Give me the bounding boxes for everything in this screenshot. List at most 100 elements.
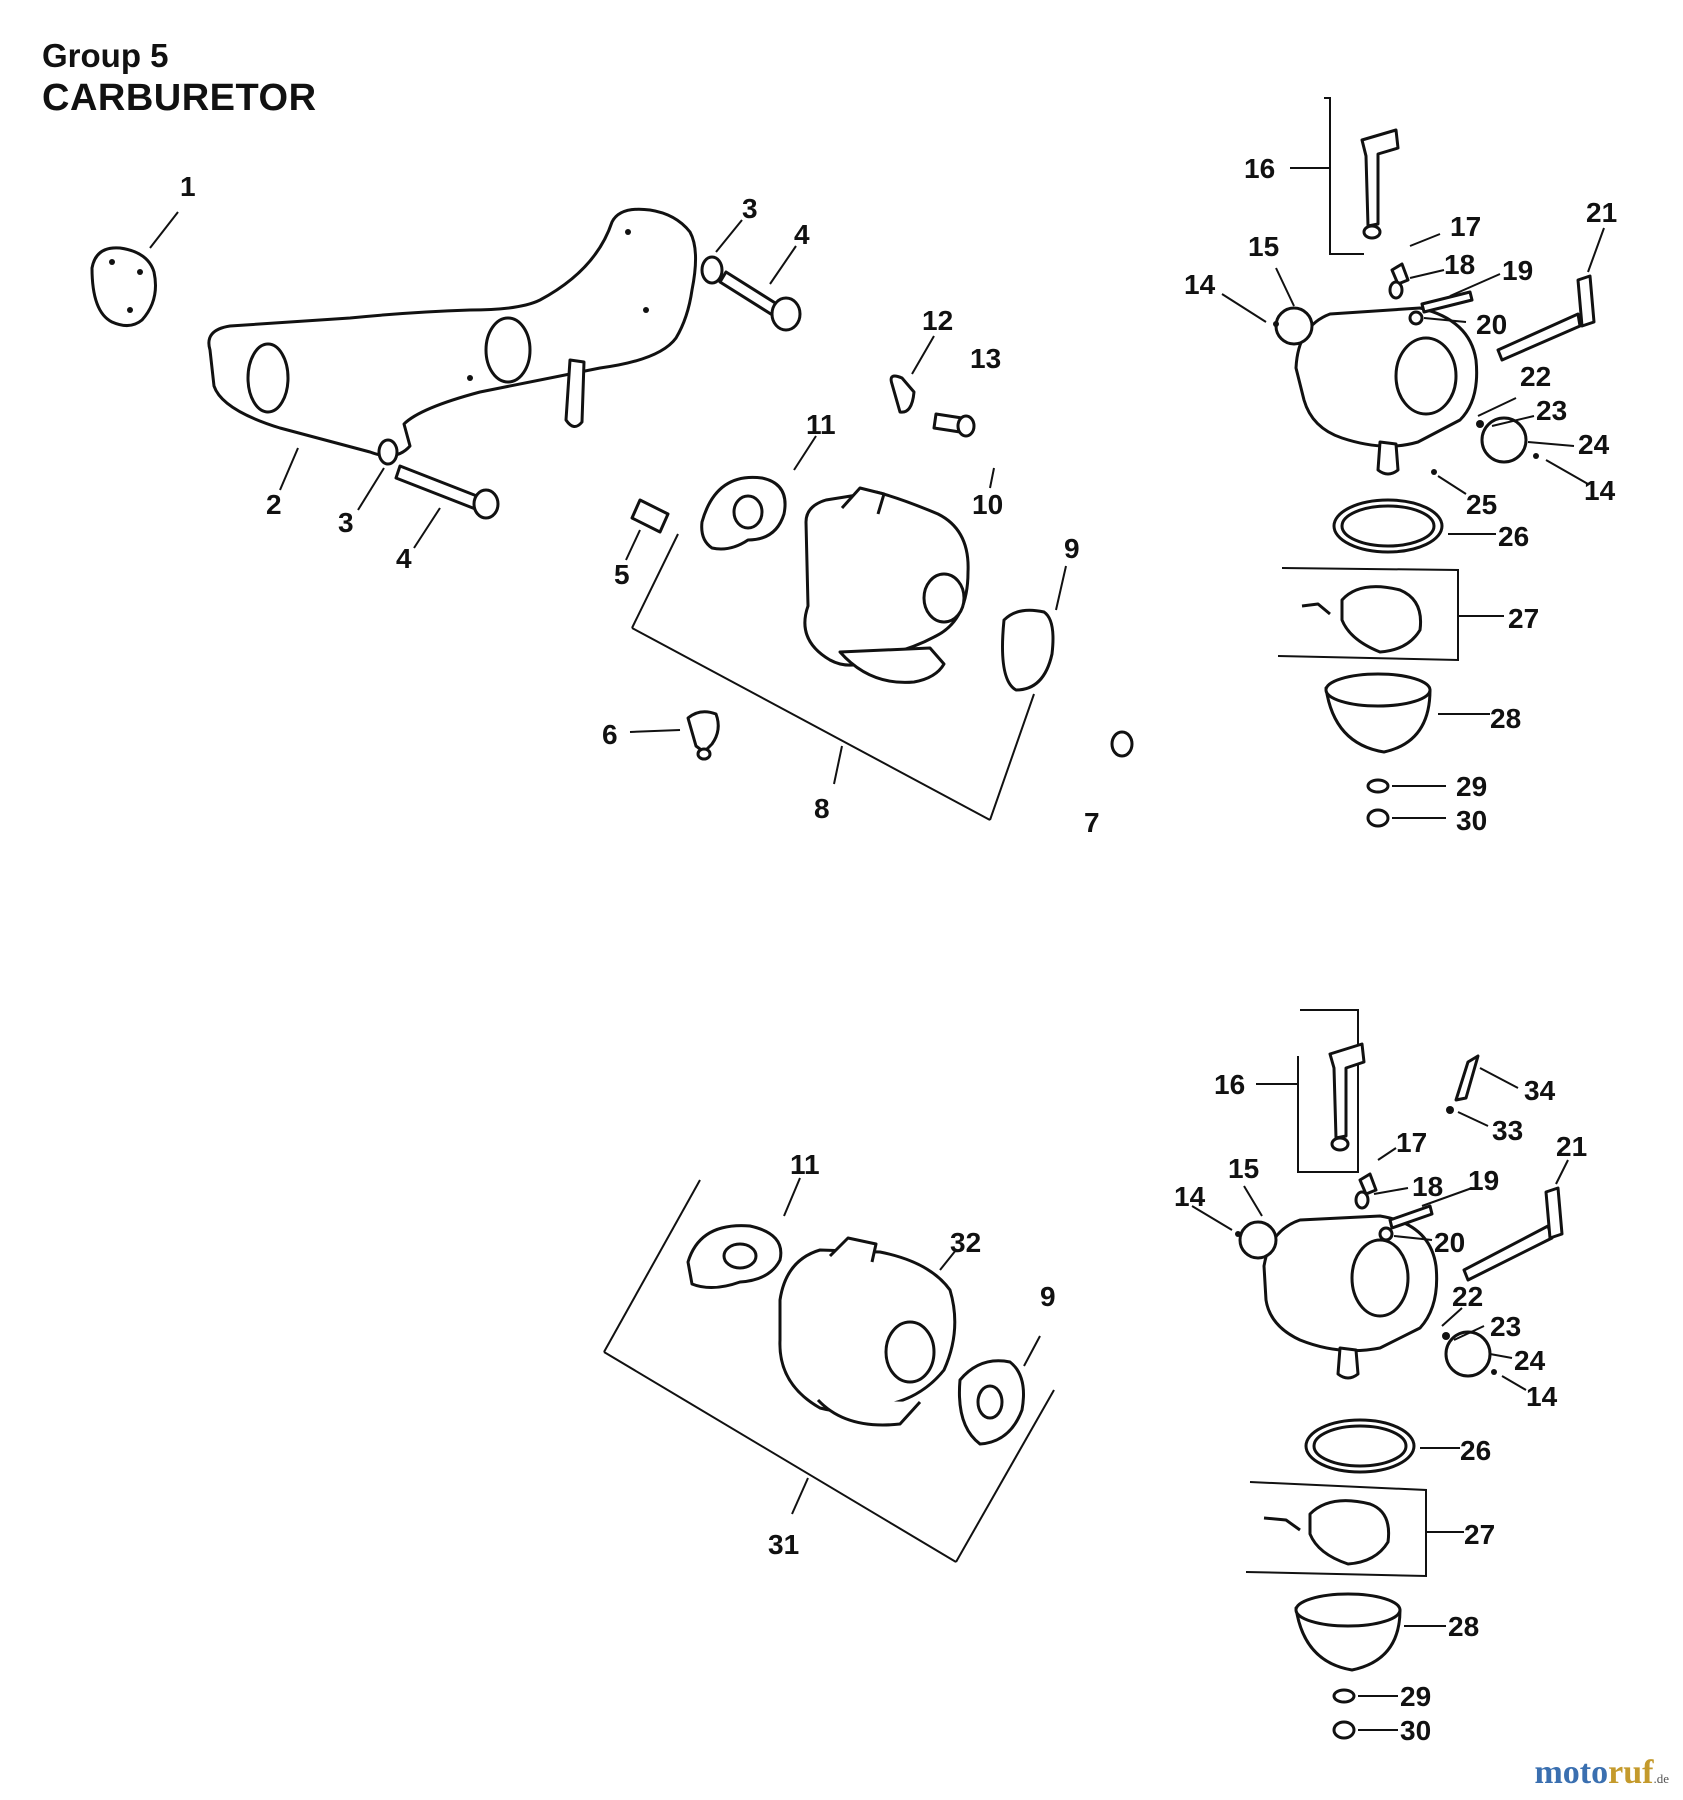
part-number-label: 25	[1466, 489, 1497, 520]
part-number-label: 11	[790, 1149, 820, 1180]
part-number-label: 2	[266, 489, 282, 520]
screw-part-12	[889, 374, 916, 414]
part-number-label: 4	[794, 219, 810, 250]
part-number-label: 17	[1396, 1127, 1427, 1158]
part-number-label: 22	[1520, 361, 1551, 392]
kit-bracket-8-left	[631, 533, 679, 629]
gasket-part-26-upper	[1332, 498, 1444, 554]
kit-bracket-8-line	[631, 627, 991, 821]
part-number-label: 24	[1578, 429, 1610, 460]
part-number-label: 18	[1444, 249, 1475, 280]
watermark-suffix: .de	[1653, 1771, 1669, 1786]
bracket-part-16-upper	[1324, 97, 1400, 255]
intake-manifold-part-2	[207, 207, 697, 458]
kit-bracket-31-left	[603, 1179, 701, 1353]
part-number-label: 30	[1456, 805, 1487, 836]
kit-bracket-8-right	[989, 693, 1035, 821]
kit-bracket-31-right	[955, 1389, 1055, 1563]
bracket-part-16-lower	[1297, 1009, 1366, 1173]
gasket-part-9-lower	[957, 1359, 1025, 1446]
part-number-label: 23	[1490, 1311, 1521, 1342]
gasket-part-11-lower	[686, 1224, 783, 1289]
bowl-part-28-lower	[1294, 1592, 1402, 1672]
washer-part-29-lower	[1332, 1688, 1356, 1704]
stud-part-4-upper	[718, 270, 802, 332]
part-number-label: 15	[1228, 1153, 1259, 1184]
gasket-part-26-lower	[1304, 1418, 1416, 1474]
gasket-part-11-upper	[700, 475, 787, 551]
parts-14-15-upper	[1273, 306, 1314, 346]
title-block: Group 5 CARBURETOR	[42, 36, 317, 120]
part-number-label: 8	[814, 793, 830, 824]
part-number-label: 14	[1584, 475, 1616, 506]
part-number-label: 24	[1514, 1345, 1546, 1376]
stud-part-4-lower	[394, 464, 500, 520]
part-number-label: 26	[1498, 521, 1529, 552]
washer-part-3-lower	[377, 438, 399, 466]
part-number-label: 27	[1508, 603, 1539, 634]
screw-part-13	[932, 412, 976, 438]
part-number-label: 32	[950, 1227, 981, 1258]
part-number-label: 20	[1434, 1227, 1465, 1258]
part-number-label: 28	[1448, 1611, 1479, 1642]
gasket-part-1	[90, 246, 157, 327]
part-number-label: 29	[1400, 1681, 1431, 1712]
part-number-label: 23	[1536, 395, 1567, 426]
part-number-label: 19	[1502, 255, 1533, 286]
part-number-label: 31	[768, 1529, 799, 1560]
gasket-part-9-upper	[1001, 608, 1055, 692]
part-number-label: 30	[1400, 1715, 1431, 1746]
part-number-label: 18	[1412, 1171, 1443, 1202]
part-number-label: 29	[1456, 771, 1487, 802]
part-number-label: 7	[1084, 807, 1100, 838]
page-title: CARBURETOR	[42, 77, 317, 119]
part-number-label: 13	[970, 343, 1001, 374]
plate-parts-22-24-lower	[1442, 1330, 1497, 1378]
part-number-label: 22	[1452, 1281, 1483, 1312]
part-number-label: 3	[338, 507, 354, 538]
part-number-label: 17	[1450, 211, 1481, 242]
part-number-label: 14	[1174, 1181, 1206, 1212]
part-number-label: 5	[614, 559, 630, 590]
part-number-label: 9	[1040, 1281, 1056, 1312]
part-number-label: 26	[1460, 1435, 1491, 1466]
main-body-lower-right	[1262, 1214, 1439, 1380]
part-number-label: 9	[1064, 533, 1080, 564]
motoruf-watermark-logo: motoruf.de	[1534, 1754, 1669, 1792]
float-part-27-upper	[1277, 567, 1459, 662]
part-number-label: 34	[1524, 1075, 1556, 1106]
shaft-part-21-lower	[1462, 1186, 1564, 1282]
screw-parts-17-18-lower	[1354, 1172, 1378, 1210]
part-number-label: 19	[1468, 1165, 1499, 1196]
needle-parts-19-20-lower	[1378, 1204, 1434, 1242]
watermark-part1: moto	[1534, 1754, 1609, 1791]
washer-part-29-upper	[1366, 778, 1390, 794]
nut-part-30-upper	[1366, 808, 1390, 828]
plate-parts-22-24-upper	[1476, 416, 1539, 464]
pin-part-5	[630, 498, 670, 534]
part-number-label: 15	[1248, 231, 1279, 262]
needle-parts-19-20-upper	[1408, 290, 1474, 326]
shaft-part-21-upper	[1496, 274, 1596, 362]
group-label: Group 5	[42, 37, 169, 74]
part-number-label: 3	[742, 193, 758, 224]
washer-part-3-upper	[700, 255, 724, 285]
part-number-label: 21	[1556, 1131, 1587, 1162]
part-number-label: 16	[1214, 1069, 1245, 1100]
float-part-27-lower	[1245, 1481, 1427, 1578]
part-number-label: 6	[602, 719, 618, 750]
part-number-label: 10	[972, 489, 1003, 520]
part-number-label: 27	[1464, 1519, 1495, 1550]
watermark-part2: ruf	[1608, 1754, 1654, 1791]
part-number-label: 1	[180, 171, 196, 202]
carburetor-part-10	[803, 486, 970, 684]
nut-part-7	[1110, 730, 1134, 758]
part-number-label: 14	[1184, 269, 1216, 300]
main-body-upper-right	[1294, 306, 1479, 476]
fitting-part-6	[686, 710, 720, 761]
part-number-label: 21	[1586, 197, 1617, 228]
part-number-label: 33	[1492, 1115, 1523, 1146]
part-number-label: 11	[806, 409, 836, 440]
carburetor-part-32	[778, 1236, 957, 1427]
